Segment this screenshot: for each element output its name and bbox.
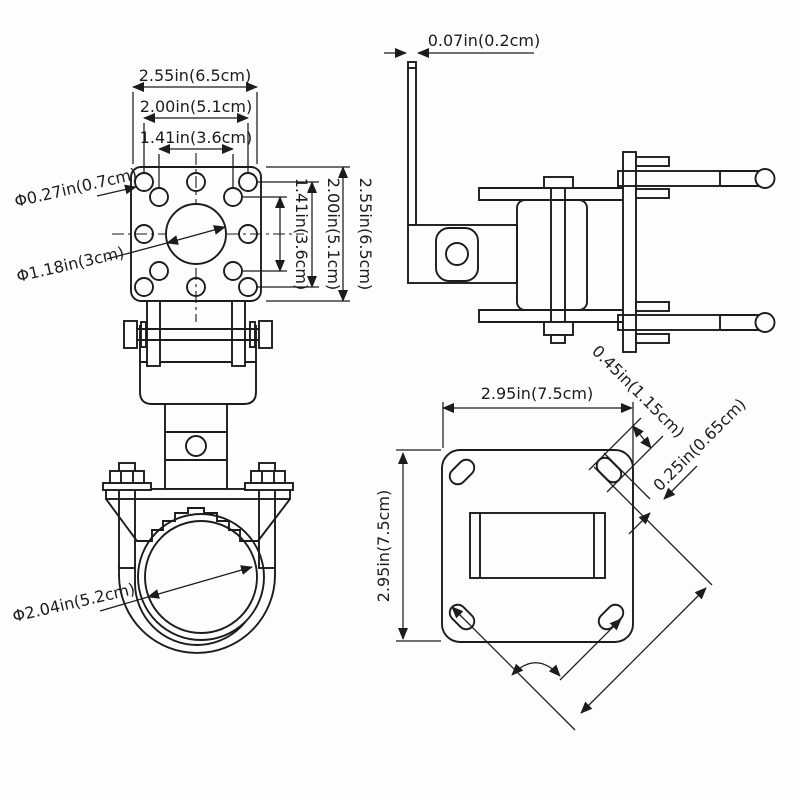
side-thickness-dimension: 0.07in(0.2cm) (384, 31, 541, 58)
dim-front-width-middle: 2.00in(5.1cm) (140, 97, 253, 116)
hinge-flange-top (478, 187, 628, 201)
dim-small-hole-dia: Φ0.27in(0.7cm) (13, 164, 139, 211)
slot-top-left (448, 458, 476, 486)
bottom-width-dimension: 2.95in(7.5cm) (442, 384, 634, 528)
side-rod-bottom (617, 314, 721, 331)
rotation-indication (451, 587, 707, 731)
dim-front-width-outer: 2.55in(6.5cm) (139, 66, 252, 85)
clamp-bolt-head (543, 176, 574, 189)
slot-axis-right (559, 618, 622, 681)
u-bolt-outer-arc (118, 574, 276, 654)
hinge-tab-right (231, 300, 246, 367)
dim-center-hole-dia: Φ1.18in(3cm) (15, 243, 126, 286)
rod-nut-right (250, 470, 286, 484)
rod-nut-left (109, 470, 145, 484)
center-hole (165, 203, 227, 265)
dim-slot-length: 0.45in(1.15cm) (588, 341, 688, 441)
dim-front-height-middle: 2.00in(5.1cm) (324, 178, 343, 291)
dim-bottom-height: 2.95in(7.5cm) (374, 490, 393, 603)
dim-bottom-width: 2.95in(7.5cm) (481, 384, 594, 403)
side-arm-hole (445, 242, 469, 266)
front-top-dimensions: 2.55in(6.5cm) 2.00in(5.1cm) 1.41in(3.6cm… (132, 66, 258, 189)
bottom-view: 2.95in(7.5cm) 2.95in(7.5cm) 0.45in(1.15c… (374, 341, 750, 731)
rod-end-cap-top (754, 168, 776, 189)
u-bolt-rod-left (118, 462, 136, 569)
front-right-dimensions: 1.41in(3.6cm) 2.00in(5.1cm) 2.55in(6.5cm… (243, 166, 375, 302)
pipe-outer (137, 513, 265, 641)
bottom-height-dimension: 2.95in(7.5cm) (374, 449, 441, 642)
serrated-saddle (105, 498, 291, 542)
arm-hole (185, 435, 207, 457)
dim-front-height-outer: 2.55in(6.5cm) (356, 178, 375, 291)
rod-washer-right (244, 482, 294, 491)
hinge-body (516, 199, 588, 311)
rod-end-cap-bottom (754, 312, 776, 333)
mount-plate-edge (622, 151, 637, 353)
dim-front-width-inner: 1.41in(3.6cm) (140, 128, 253, 147)
side-arm-pad (435, 227, 479, 282)
clamp-plate (105, 488, 291, 500)
rod-washer-left (102, 482, 152, 491)
center-channel (469, 512, 606, 579)
clamp-bolt-nut (543, 321, 574, 336)
side-rod-top (617, 170, 721, 187)
thin-plate-edge (407, 61, 417, 226)
dim-clamp-dia: Φ2.04in(5.2cm) (11, 579, 137, 626)
front-view: 2.55in(6.5cm) 2.00in(5.1cm) 1.41in(3.6cm… (11, 66, 375, 654)
diagonal-span-arrow (580, 587, 707, 714)
side-view: 0.07in(0.2cm) (384, 31, 776, 353)
pipe-inner (144, 520, 258, 634)
u-bolt-rod-right (258, 462, 276, 569)
hinge-flange-bottom (478, 309, 628, 323)
rotation-arc-arrow (511, 662, 561, 677)
hinge-tab-left (146, 300, 161, 367)
dim-plate-thickness: 0.07in(0.2cm) (428, 31, 541, 50)
dim-front-height-inner: 1.41in(3.6cm) (292, 178, 311, 291)
pivot-nut (258, 320, 273, 349)
pivot-bolt-head (123, 320, 138, 349)
